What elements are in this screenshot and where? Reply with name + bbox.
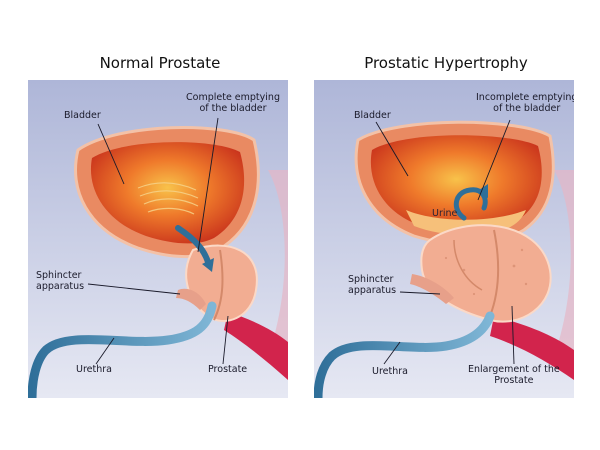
sphincter-label: Sphincter apparatus xyxy=(36,270,84,292)
normal-prostate-panel: Bladder Complete emptying of the bladder… xyxy=(28,80,288,398)
urethra-label: Urethra xyxy=(76,364,112,375)
sphincter-line-1: Sphincter xyxy=(348,274,394,285)
sphincter xyxy=(410,274,454,304)
enlargement-line-2: Prostate xyxy=(494,375,534,386)
sphincter-line-2: apparatus xyxy=(36,281,85,292)
sphincter-line-2: apparatus xyxy=(348,285,397,296)
sphincter-line-1: Sphincter xyxy=(36,270,82,281)
incomplete-emptying-line-2: of the bladder xyxy=(493,103,561,114)
normal-prostate-title: Normal Prostate xyxy=(99,54,221,72)
red-tissue xyxy=(490,316,574,380)
prostatic-hypertrophy-panel: Bladder Incomplete emptying of the bladd… xyxy=(314,80,574,398)
incomplete-emptying-line-1: Incomplete emptying xyxy=(476,92,574,103)
urine-swirl-arrow xyxy=(453,187,488,221)
urethra xyxy=(28,301,217,398)
incomplete-emptying-label: Incomplete emptying of the bladder xyxy=(476,92,574,114)
urethra xyxy=(314,311,495,398)
bladder-label: Bladder xyxy=(354,110,391,121)
prostate-label: Prostate xyxy=(208,364,248,375)
sphincter-label: Sphincter apparatus xyxy=(348,274,396,296)
bladder-label: Bladder xyxy=(64,110,101,121)
bladder-interior xyxy=(370,135,542,233)
enlargement-line-1: Enlargement of the xyxy=(468,364,560,375)
enlarged-prostate xyxy=(420,224,552,323)
urethra-label: Urethra xyxy=(372,366,408,377)
normal-prostate-illustration xyxy=(28,80,288,398)
bladder-interior xyxy=(90,142,245,244)
red-tissue xyxy=(224,312,288,380)
urine-flow xyxy=(175,225,211,265)
urine-label: Urine xyxy=(432,208,458,219)
complete-emptying-label: Complete emptying of the bladder xyxy=(186,92,280,114)
complete-emptying-line-2: of the bladder xyxy=(199,103,267,114)
prostatic-hypertrophy-title: Prostatic Hypertrophy xyxy=(364,54,528,72)
complete-emptying-line-1: Complete emptying xyxy=(186,92,280,103)
sphincter xyxy=(176,288,206,310)
hypertrophy-illustration xyxy=(314,80,574,398)
enlargement-label: Enlargement of the Prostate xyxy=(468,364,560,386)
